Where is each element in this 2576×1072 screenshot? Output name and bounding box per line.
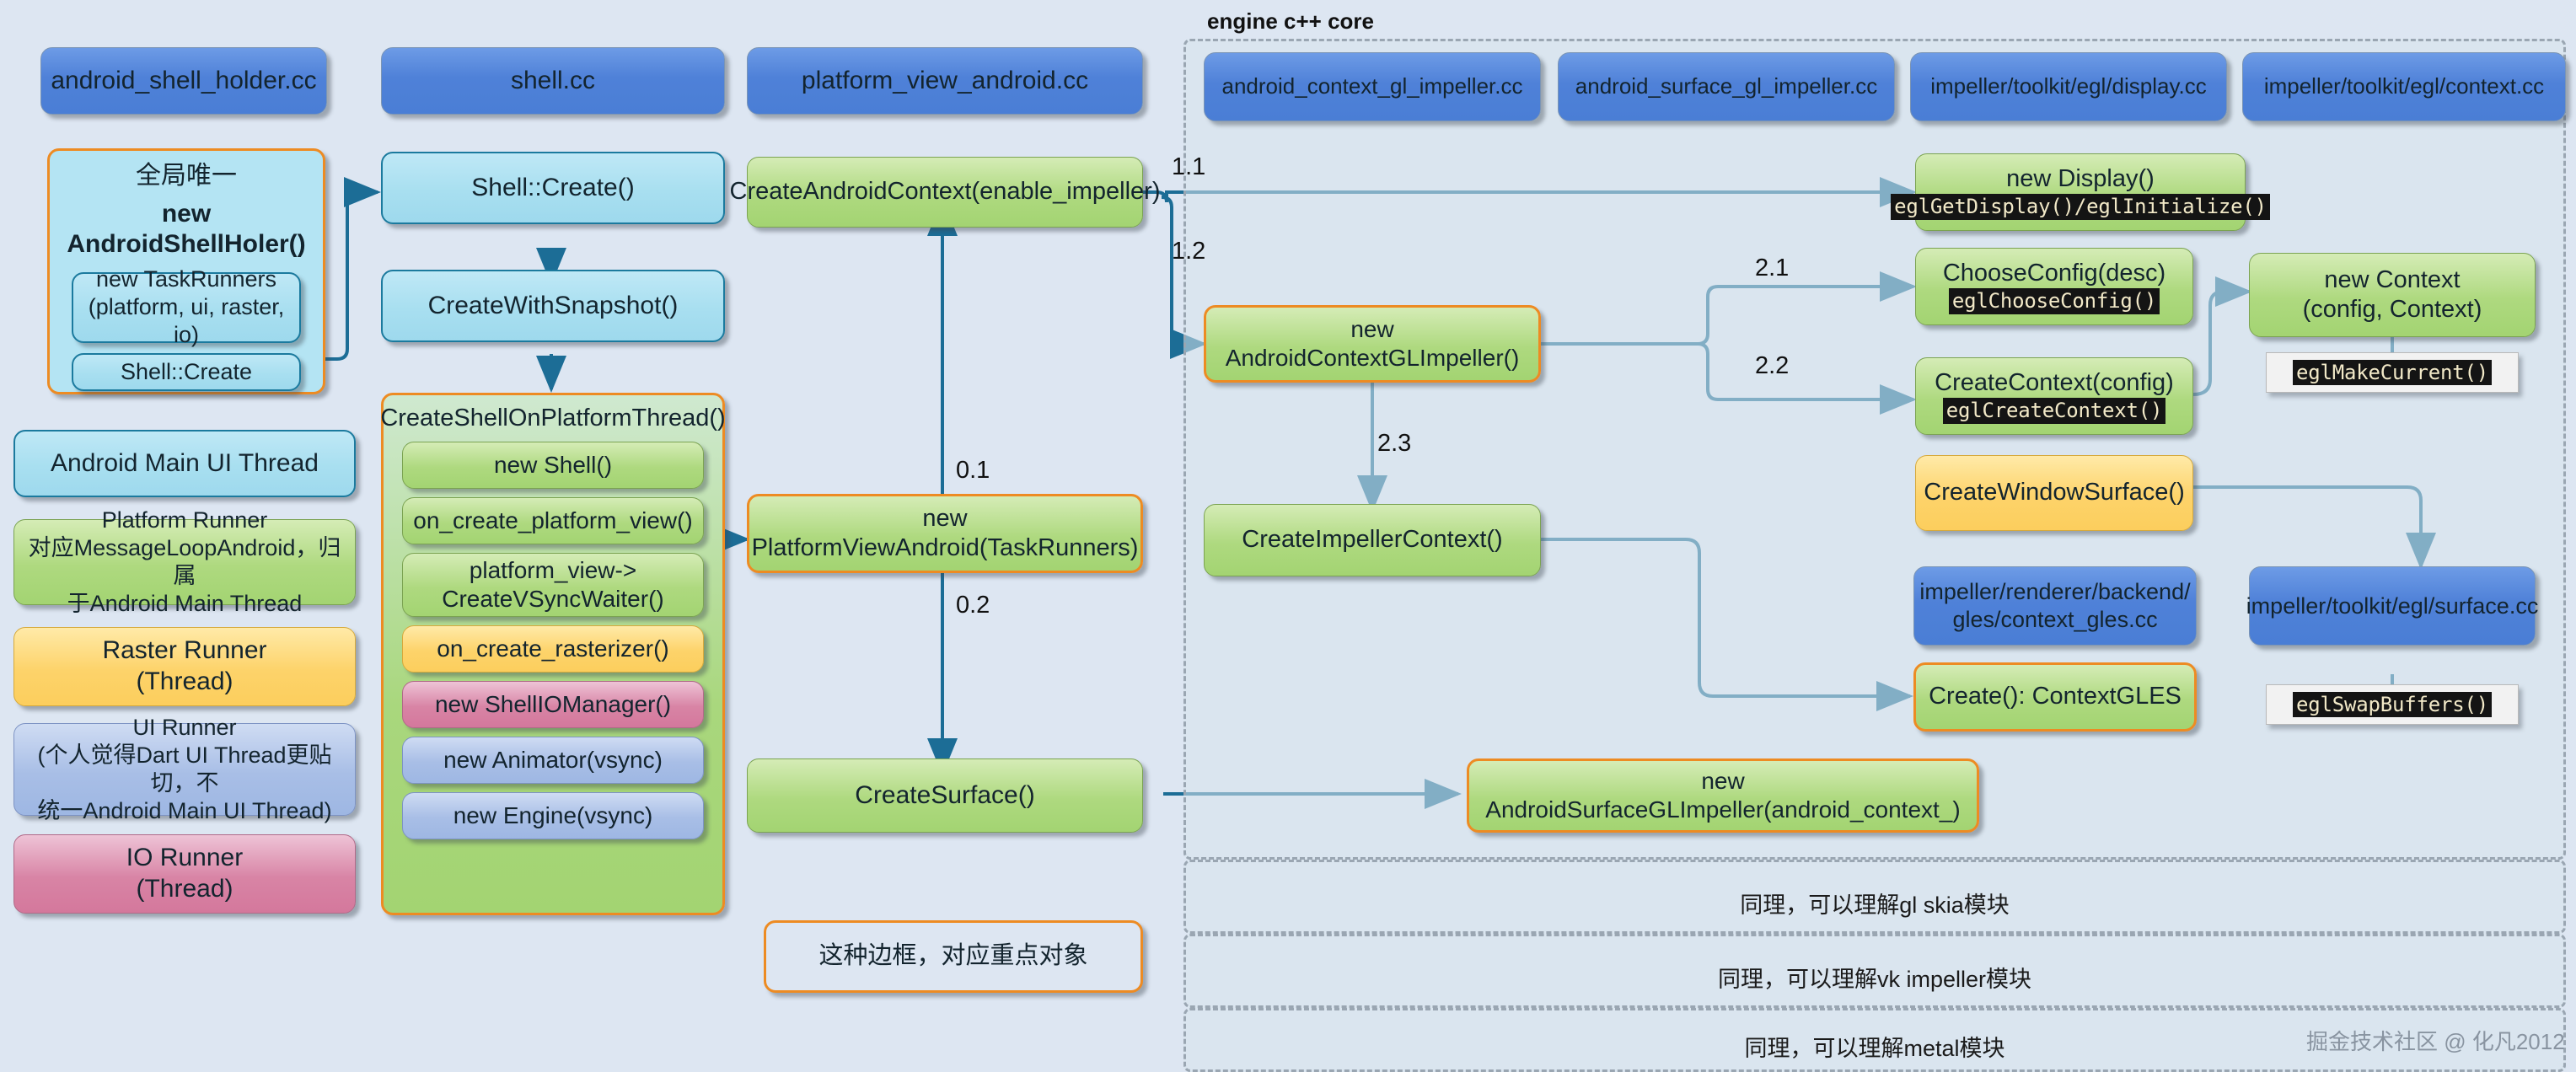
section-gl-skia bbox=[1183, 860, 2566, 934]
node-new-display[interactable]: new Display() eglGetDisplay()/eglInitial… bbox=[1891, 153, 2270, 231]
code-egl-make-current: eglMakeCurrent() bbox=[2293, 360, 2492, 385]
node-new-animator[interactable]: new Animator(vsync) bbox=[402, 737, 704, 785]
edge-label-0-1: 0.1 bbox=[956, 457, 990, 484]
node-create-context-title: CreateContext(config) bbox=[1935, 368, 2174, 396]
section-gl-skia-note: 同理，可以理解gl skia模块 bbox=[1740, 892, 2010, 918]
node-create-with-snapshot[interactable]: CreateWithSnapshot() bbox=[381, 270, 725, 342]
create-shell-on-platform-thread-group: CreateShellOnPlatformThread() new Shell(… bbox=[380, 393, 726, 915]
file-header-egl-surface: impeller/toolkit/egl/surface.cc bbox=[2246, 566, 2538, 646]
codebox-egl-make-current: eglMakeCurrent() bbox=[2266, 352, 2519, 393]
file-header-android-shell-holder: android_shell_holder.cc bbox=[40, 47, 327, 115]
legend-android-main-ui-thread: Android Main UI Thread bbox=[13, 430, 356, 497]
file-header-label-pva: platform_view_android.cc bbox=[801, 66, 1089, 94]
file-header-shell: shell.cc bbox=[381, 47, 725, 115]
edge-label-2-3: 2.3 bbox=[1377, 430, 1412, 457]
node-create-context-gles[interactable]: Create(): ContextGLES bbox=[1913, 662, 2197, 732]
node-shell-create-ref[interactable]: Shell::Create bbox=[72, 352, 301, 391]
node-create-android-context[interactable]: CreateAndroidContext(enable_impeller) bbox=[730, 157, 1161, 228]
file-header-android-surface-gl-impeller: android_surface_gl_impeller.cc bbox=[1558, 52, 1895, 121]
code-egl-get-display: eglGetDisplay()/eglInitialize() bbox=[1891, 194, 2270, 221]
file-header-android-context-gl-impeller: android_context_gl_impeller.cc bbox=[1204, 52, 1541, 121]
file-header-platform-view-android: platform_view_android.cc bbox=[747, 47, 1143, 115]
edge-label-2-1: 2.1 bbox=[1755, 255, 1790, 281]
node-new-android-surface-gl-impeller[interactable]: new AndroidSurfaceGLImpeller(android_con… bbox=[1467, 758, 1979, 833]
legend-io-runner: IO Runner (Thread) bbox=[13, 834, 356, 914]
node-new-android-context-gl-impeller[interactable]: new AndroidContextGLImpeller() bbox=[1204, 305, 1541, 383]
edge-label-1-1: 1.1 bbox=[1172, 153, 1206, 180]
node-new-shell-io-manager[interactable]: new ShellIOManager() bbox=[402, 681, 704, 729]
node-new-platform-view-android[interactable]: new PlatformViewAndroid(TaskRunners) bbox=[747, 494, 1143, 573]
node-on-create-platform-view[interactable]: on_create_platform_view() bbox=[402, 497, 704, 545]
section-metal-note: 同理，可以理解metal模块 bbox=[1744, 1036, 2005, 1061]
node-new-task-runners[interactable]: new TaskRunners (platform, ui, raster, i… bbox=[72, 266, 301, 347]
node-create-impeller-context[interactable]: CreateImpellerContext() bbox=[1204, 504, 1541, 576]
group-title-line2: new AndroidShellHoler() bbox=[67, 199, 306, 259]
node-new-context[interactable]: new Context (config, Context) bbox=[2249, 253, 2536, 337]
file-header-egl-display: impeller/toolkit/egl/display.cc bbox=[1910, 52, 2227, 121]
node-create-surface[interactable]: CreateSurface() bbox=[747, 758, 1143, 833]
file-header-egl-context: impeller/toolkit/egl/context.cc bbox=[2242, 52, 2566, 121]
legend-highlight-border-note: 这种边框，对应重点对象 bbox=[764, 920, 1143, 993]
section-metal bbox=[1183, 1008, 2566, 1072]
node-new-shell[interactable]: new Shell() bbox=[402, 442, 704, 490]
node-platform-view-create-vsync-waiter[interactable]: platform_view-> CreateVSyncWaiter() bbox=[402, 553, 704, 618]
codebox-egl-swap-buffers: eglSwapBuffers() bbox=[2266, 684, 2519, 725]
legend-ui-runner: UI Runner (个人觉得Dart UI Thread更贴切，不 统一And… bbox=[13, 715, 356, 823]
file-header-label: android_shell_holder.cc bbox=[51, 66, 317, 94]
node-new-engine[interactable]: new Engine(vsync) bbox=[402, 792, 704, 840]
code-egl-create-context: eglCreateContext() bbox=[1942, 398, 2166, 425]
engine-core-label: engine c++ core bbox=[1207, 8, 1374, 34]
edge-label-1-2: 1.2 bbox=[1172, 238, 1206, 265]
code-egl-swap-buffers: eglSwapBuffers() bbox=[2293, 692, 2492, 717]
edge-label-0-2: 0.2 bbox=[956, 592, 990, 619]
group-title-create-shell: CreateShellOnPlatformThread() bbox=[380, 405, 726, 431]
node-create-context[interactable]: CreateContext(config) eglCreateContext() bbox=[1915, 357, 2193, 435]
node-shell-create[interactable]: Shell::Create() bbox=[381, 152, 725, 224]
section-vk-impeller-note: 同理，可以理解vk impeller模块 bbox=[1717, 967, 2032, 992]
node-create-window-surface[interactable]: CreateWindowSurface() bbox=[1915, 455, 2193, 531]
node-new-display-title: new Display() bbox=[2006, 164, 2155, 192]
section-vk-impeller bbox=[1183, 934, 2566, 1008]
code-egl-choose-config: eglChooseConfig() bbox=[1948, 288, 2160, 315]
group-title-line1: 全局唯一 bbox=[136, 162, 237, 190]
file-header-context-gles: impeller/renderer/backend/ gles/context_… bbox=[1913, 566, 2197, 646]
node-on-create-rasterizer[interactable]: on_create_rasterizer() bbox=[402, 625, 704, 673]
node-choose-config-title: ChooseConfig(desc) bbox=[1942, 259, 2166, 287]
file-header-label-shell: shell.cc bbox=[510, 66, 596, 94]
legend-platform-runner: Platform Runner 对应MessageLoopAndroid，归属 … bbox=[13, 507, 356, 616]
legend-raster-runner: Raster Runner (Thread) bbox=[13, 627, 356, 706]
android-shell-holder-group: 全局唯一 new AndroidShellHoler() new TaskRun… bbox=[47, 148, 325, 394]
edge-label-2-2: 2.2 bbox=[1755, 352, 1790, 379]
watermark: 掘金技术社区 @ 化凡2012 bbox=[2306, 1029, 2565, 1054]
node-choose-config[interactable]: ChooseConfig(desc) eglChooseConfig() bbox=[1915, 248, 2193, 325]
